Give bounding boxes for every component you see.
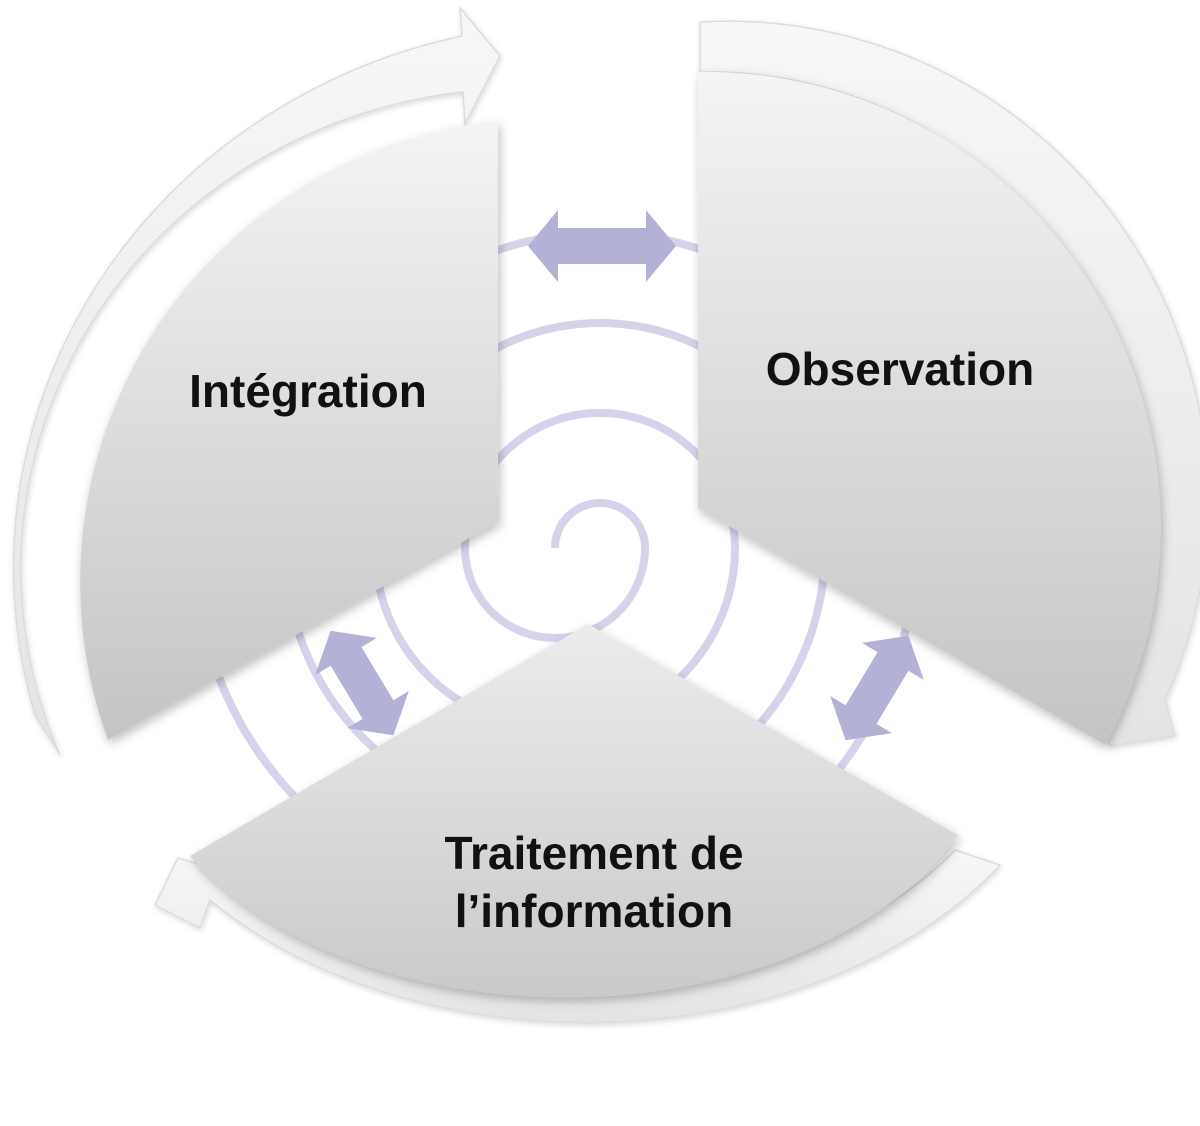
double-arrow-top: [528, 210, 676, 282]
label-traitement-line1: Traitement de: [444, 827, 743, 879]
segment-integration: [80, 122, 498, 740]
segments: [80, 71, 1161, 998]
double-arrow-left: [315, 630, 409, 736]
label-integration: Intégration: [189, 365, 427, 417]
segment-traitement: [190, 624, 958, 998]
label-traitement-line2: l’information: [455, 885, 734, 937]
double-arrow-right: [830, 635, 924, 741]
labels: Intégration Observation Traitement de l’…: [189, 343, 1034, 937]
double-arrows: [315, 210, 924, 741]
segment-observation: [698, 71, 1161, 745]
ring-arrow-top-left: [12, 5, 501, 756]
label-observation: Observation: [766, 343, 1034, 395]
